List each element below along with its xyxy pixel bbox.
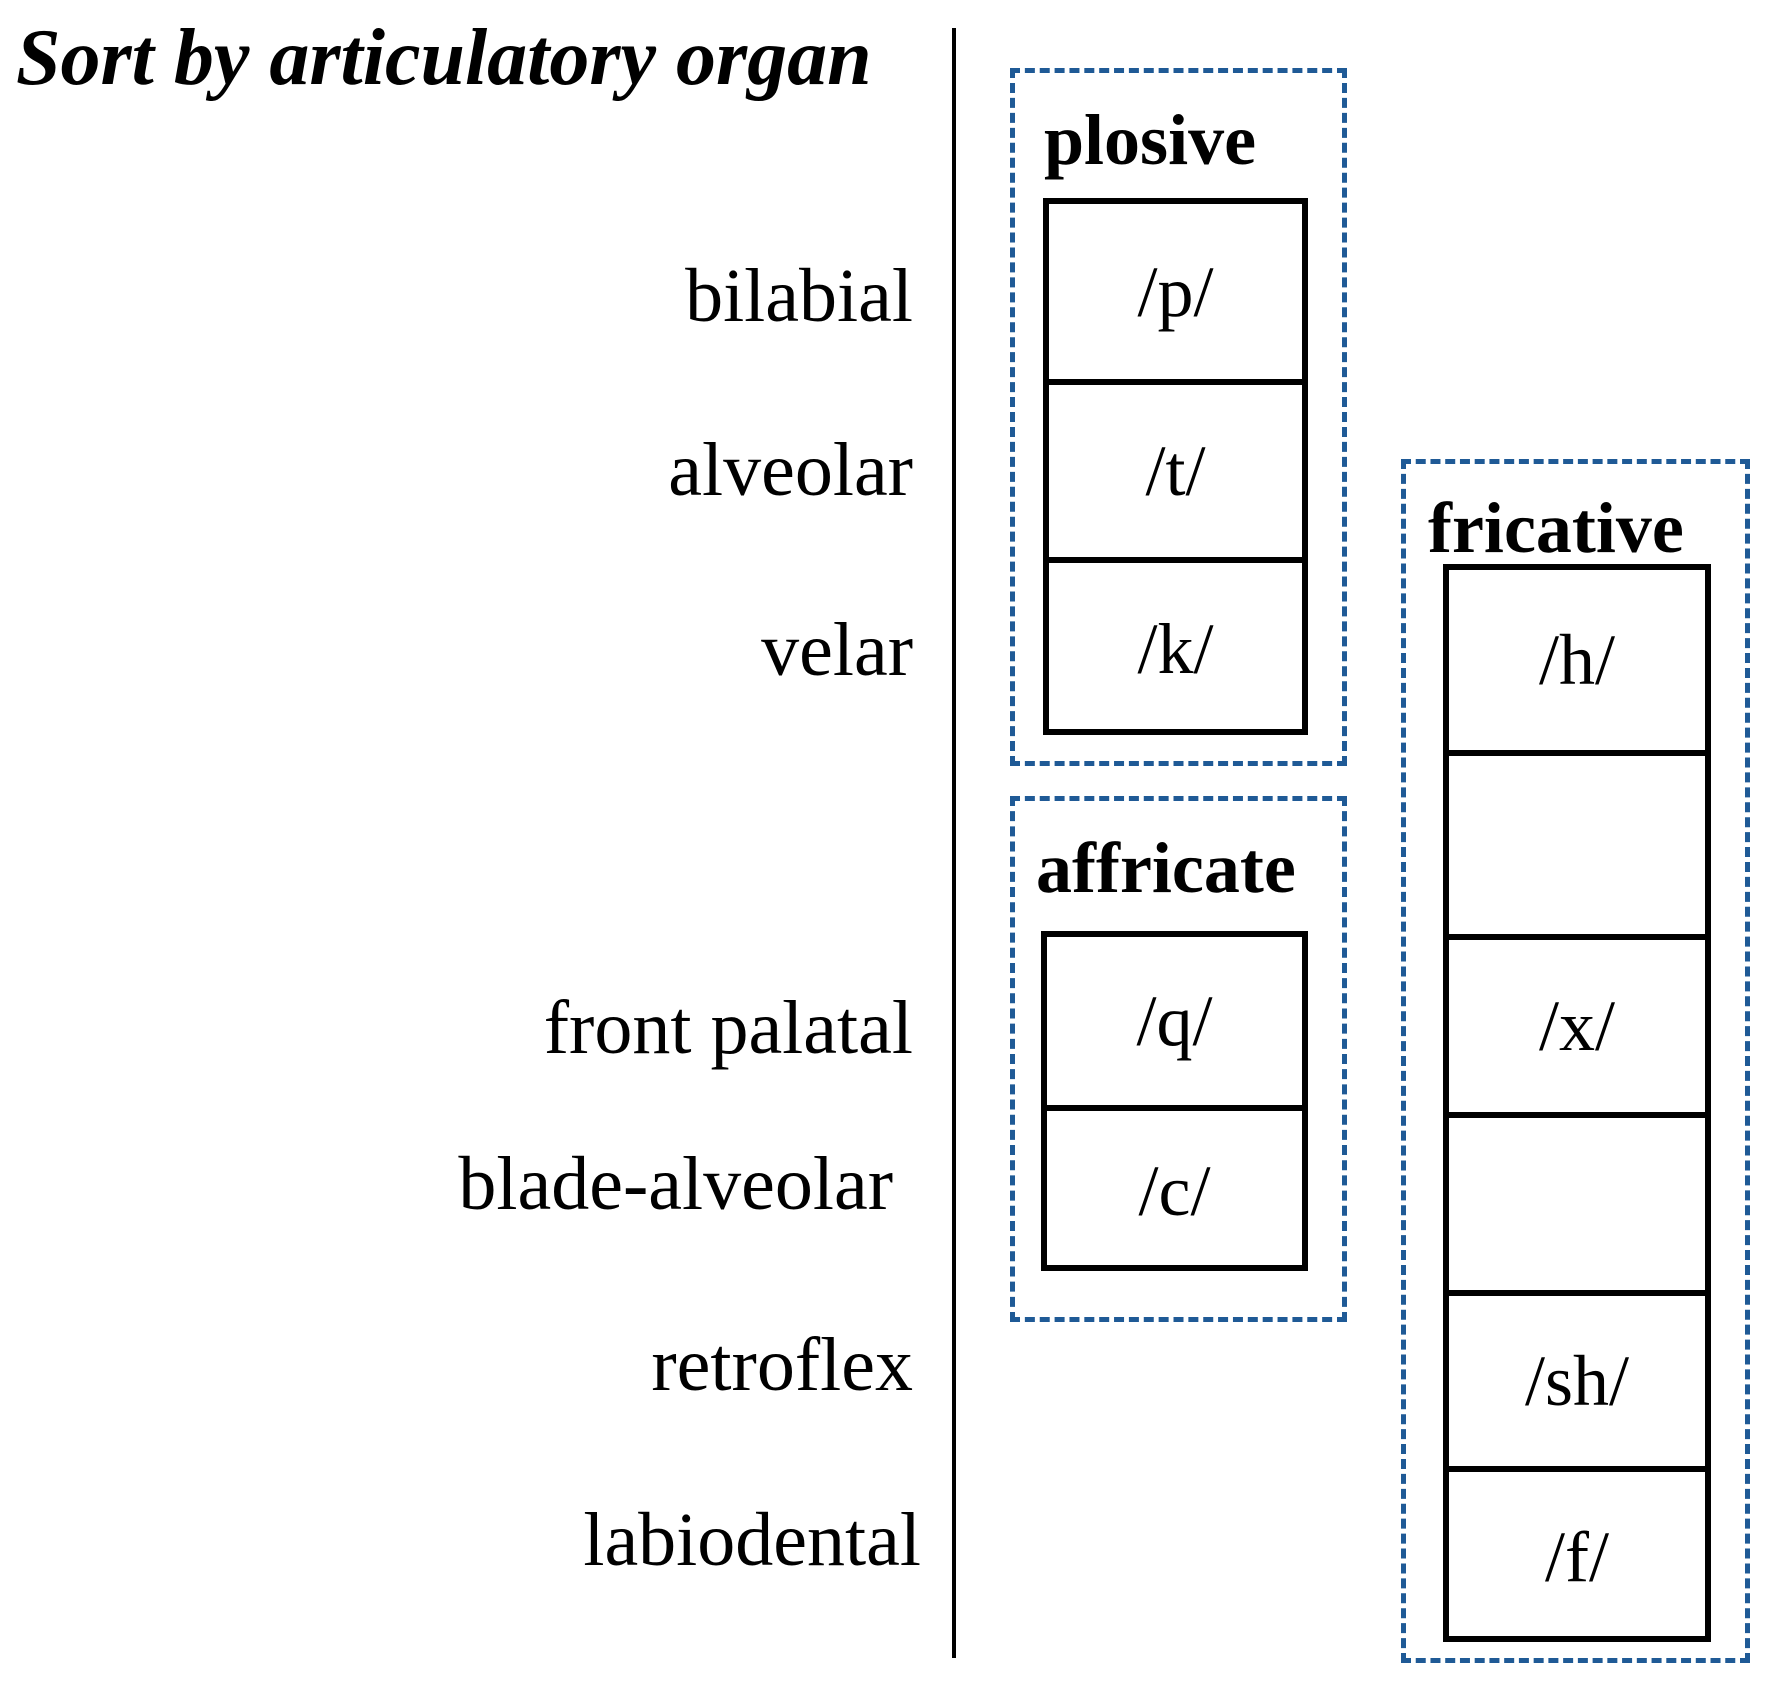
- phoneme-cell-t: /t/: [1049, 379, 1302, 557]
- row-label-alveolar: alveolar: [668, 428, 913, 512]
- plosive-group: [1010, 68, 1347, 766]
- fricative-cell-column: /h/ /x/ /sh/ /f/: [1443, 564, 1711, 1642]
- row-label-velar: velar: [761, 608, 913, 692]
- phoneme-cell-sh: /sh/: [1449, 1290, 1705, 1466]
- phoneme-cell-p: /p/: [1137, 251, 1214, 332]
- affricate-group: [1010, 796, 1347, 1322]
- plosive-cell-column: /p/ /t/ /k/: [1043, 198, 1308, 735]
- diagram-title: Sort by articulatory organ: [16, 14, 872, 102]
- row-label-labiodental: labiodental: [583, 1498, 921, 1582]
- affricate-cell-column: /q/ /c/: [1041, 931, 1308, 1271]
- phoneme-cell-q: /q/: [1136, 981, 1213, 1061]
- fricative-group: [1401, 459, 1750, 1663]
- row-label-retroflex: retroflex: [651, 1323, 913, 1407]
- phoneme-cell-x: /x/: [1449, 934, 1705, 1112]
- row-label-blade-alveolar: blade-alveolar: [458, 1142, 893, 1226]
- phoneme-cell-f: /f/: [1449, 1466, 1705, 1642]
- vertical-divider: [952, 28, 956, 1658]
- affricate-group-title: affricate: [1036, 828, 1296, 908]
- phoneme-cell-empty-2: [1449, 1112, 1705, 1290]
- phoneme-cell-k: /k/: [1049, 557, 1302, 735]
- plosive-group-title: plosive: [1044, 100, 1257, 180]
- row-label-bilabial: bilabial: [685, 254, 913, 338]
- fricative-group-title: fricative: [1428, 488, 1684, 568]
- phoneme-cell-empty-1: [1449, 750, 1705, 934]
- phoneme-cell-h: /h/: [1538, 620, 1615, 700]
- phoneme-cell-c: /c/: [1047, 1105, 1302, 1271]
- row-label-front-palatal: front palatal: [543, 986, 913, 1070]
